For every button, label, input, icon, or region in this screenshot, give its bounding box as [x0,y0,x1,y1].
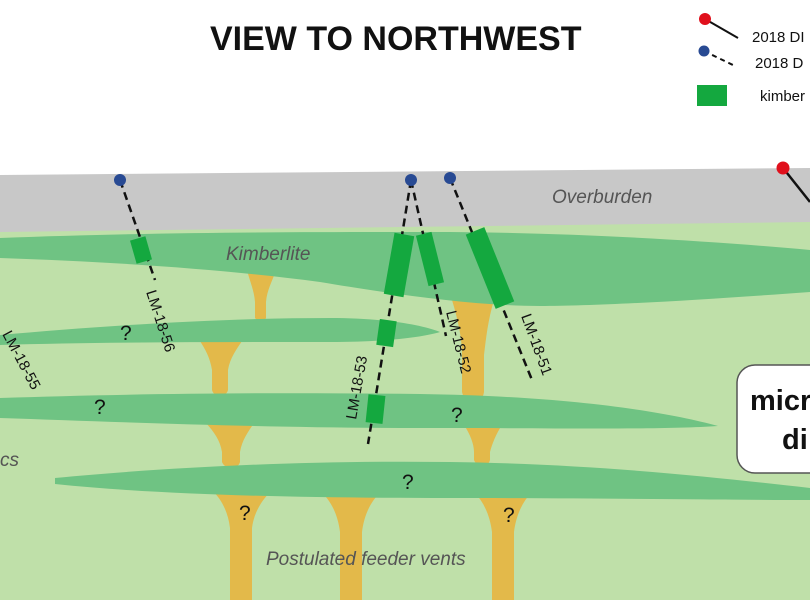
kimberlite-intersections [130,227,515,424]
legend-solid-trace [704,18,739,39]
feeder-vent [206,423,254,468]
diagram-title: VIEW TO NORTHWEST [210,20,582,58]
callout-box: micr di [736,364,810,474]
kimberlite-label: Kimberlite [226,244,310,265]
overburden-layer [0,168,810,232]
collar-blue [405,174,417,186]
intersection-box [376,319,397,348]
feeder-vent [452,300,494,403]
collar-red [776,161,790,175]
legend-dashed-trace [703,50,736,67]
intersection-box [415,231,445,287]
feeder-vent [474,492,532,600]
kimberlite-sheet [55,461,810,500]
intersection-box [383,232,415,298]
callout-line-1: micr [750,385,810,417]
question-mark: ? [120,322,132,345]
intersection-box [365,394,386,424]
overburden-label: Overburden [552,187,652,208]
left-cut-label: cs [0,450,20,471]
question-mark: ? [94,396,106,419]
callout-frame [736,364,810,474]
callout-line-2: di [782,424,808,456]
feeder-vent [198,338,244,396]
question-mark: ? [503,504,515,527]
intersection-box [465,227,515,309]
question-mark: ? [451,404,463,427]
feeder-label: Postulated feeder vents [266,549,466,570]
feeder-vents [198,270,532,600]
drill-trace-solid [782,167,810,203]
legend-blue-collar-icon [698,45,710,57]
legend: 2018 DI 2018 D kimber [697,13,805,106]
intersection-box [130,236,152,264]
legend-item-text: 2018 DI [752,29,805,46]
feeder-vent [464,425,502,466]
feeder-vent [247,270,276,321]
legend-red-collar-icon [699,13,711,25]
kimberlite-sheet [0,318,440,345]
feeder-vent [212,490,272,600]
legend-item-text: kimber [760,88,805,105]
legend-item-text: 2018 D [755,55,804,72]
question-mark: ? [402,471,414,494]
question-mark: ? [239,502,251,525]
collar-blue [444,172,456,184]
legend-green-box-icon [697,85,727,106]
kimberlite-sheet [0,393,718,429]
collars [114,161,790,186]
drill-trace [118,179,157,281]
feeder-vent [322,493,380,600]
collar-blue [114,174,126,186]
